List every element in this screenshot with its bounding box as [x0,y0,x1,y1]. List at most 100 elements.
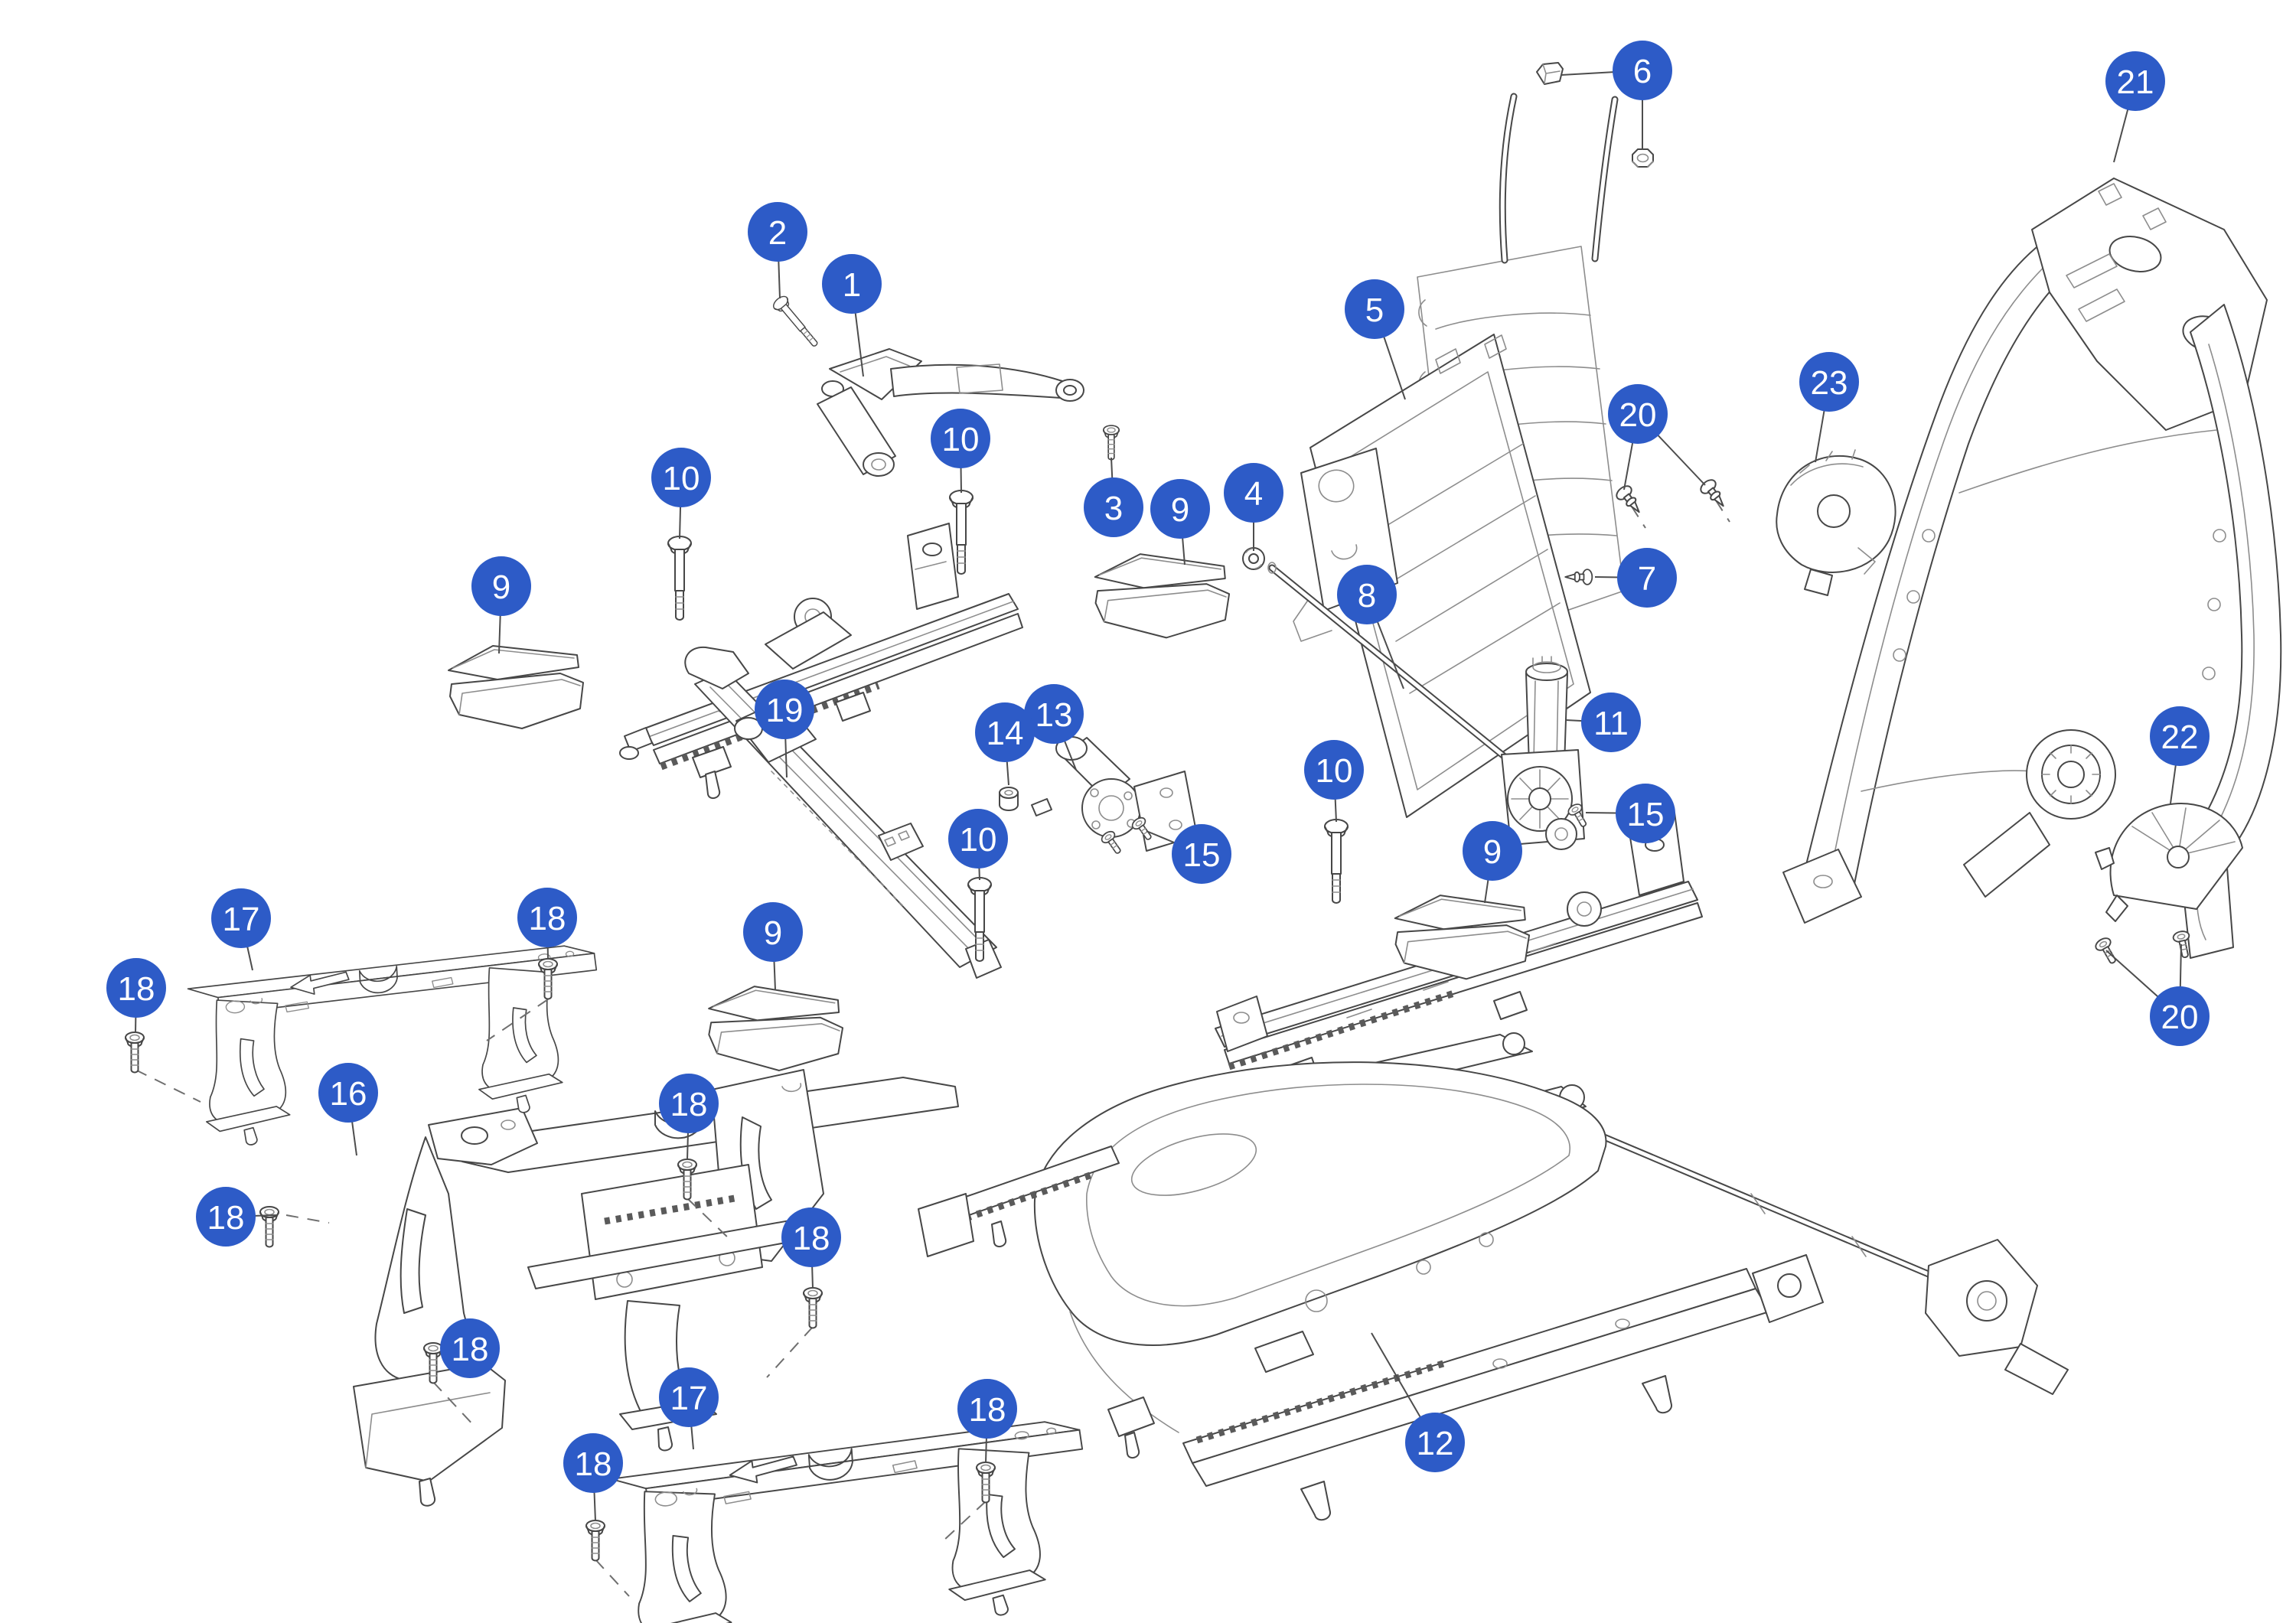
callout-circle[interactable] [318,1063,378,1123]
callout-circle[interactable] [196,1187,256,1247]
callout-badge-13[interactable]: 13 [1024,684,1084,771]
callout-number: 18 [529,900,566,937]
callout-number: 18 [793,1220,830,1257]
callout-circle[interactable] [1616,784,1675,843]
callout-badge-18[interactable]: 18 [781,1207,841,1289]
callout-circle[interactable] [517,888,577,947]
callout-circle[interactable] [659,1367,719,1427]
callout-circle[interactable] [781,1207,841,1267]
callout-circle[interactable] [1224,463,1283,523]
callout-badge-1[interactable]: 1 [822,254,882,377]
callout-badge-18[interactable]: 18 [957,1379,1017,1464]
line-art-stroke [2108,236,2162,272]
callout-circle[interactable] [822,254,882,314]
callout-circle[interactable] [1581,693,1641,752]
callout-circle[interactable] [1345,279,1404,339]
callout-badge-9[interactable]: 9 [471,556,531,654]
callout-circle[interactable] [1084,477,1143,537]
callout-badge-16[interactable]: 16 [318,1063,378,1156]
line-art-stroke [1267,562,1277,574]
callout-badge-9[interactable]: 9 [1150,479,1210,565]
callout-badge-15[interactable]: 15 [1146,824,1231,884]
callout-circle[interactable] [1799,352,1859,412]
line-art-stroke [1545,818,1577,850]
callout-circle[interactable] [1024,684,1084,744]
callout-badge-14[interactable]: 14 [975,702,1035,786]
callout-badge-18[interactable]: 18 [440,1318,500,1378]
line-art-stroke [1233,1012,1250,1024]
callout-badge-4[interactable]: 4 [1224,463,1283,551]
callout-number: 9 [1171,491,1189,529]
callout-badge-10[interactable]: 10 [1304,740,1364,823]
callout-badge-3[interactable]: 3 [1084,457,1143,537]
callout-badge-6[interactable]: 6 [1561,41,1672,150]
callout-circle[interactable] [2150,706,2210,766]
callout-number: 9 [1483,833,1502,871]
line-art-stroke [2066,253,2125,322]
callout-circle[interactable] [1337,565,1397,624]
line-art-stroke [1906,590,1920,604]
callout-circle[interactable] [1172,824,1231,884]
callout-badge-7[interactable]: 7 [1594,548,1677,608]
callout-circle[interactable] [2150,986,2210,1046]
callout-circle[interactable] [1405,1413,1465,1472]
callout-badge-17[interactable]: 17 [211,888,271,971]
callout-circle[interactable] [211,888,271,948]
callout-badge-9[interactable]: 9 [1463,821,1522,904]
callout-number: 17 [670,1380,708,1417]
callout-badge-2[interactable]: 2 [748,202,807,299]
callout-circle[interactable] [1613,41,1672,100]
callout-badge-5[interactable]: 5 [1345,279,1406,400]
callout-circle[interactable] [2105,51,2165,111]
line-art-stroke [2131,807,2236,856]
callout-circle[interactable] [1463,821,1522,881]
part-13-drive-motor-drawing [1031,736,1198,852]
callout-circle[interactable] [563,1433,623,1493]
line-art-layer [135,93,2282,1623]
line-art-stroke [1124,1432,1140,1459]
callout-circle[interactable] [1617,548,1677,608]
callout-circle[interactable] [1608,384,1668,444]
callout-circle[interactable] [1304,740,1364,800]
callout-badge-8[interactable]: 8 [1337,565,1404,689]
callout-badge-18[interactable]: 18 [563,1433,623,1522]
callout-badge-18[interactable]: 18 [106,958,166,1034]
callout-badge-9[interactable]: 9 [743,902,803,991]
callout-circle[interactable] [1150,479,1210,539]
callout-circle[interactable] [440,1318,500,1378]
callout-badge-10[interactable]: 10 [931,409,990,494]
callout-circle[interactable] [106,958,166,1018]
line-art-stroke [1305,1289,1328,1312]
callout-number: 10 [663,460,700,497]
callout-badge-10[interactable]: 10 [948,809,1008,881]
callout-badge-18[interactable]: 18 [659,1074,719,1161]
callout-badge-15[interactable]: 15 [1585,784,1675,843]
callout-circle[interactable] [748,202,807,262]
part-17-crossmember-upper-drawing [187,944,605,1148]
callout-circle[interactable] [755,680,814,739]
line-art-stroke [1492,1358,1508,1369]
callout-circle[interactable] [975,702,1035,762]
callout-circle[interactable] [471,556,531,616]
line-art-stroke [1642,1375,1672,1414]
callout-badge-19[interactable]: 19 [755,680,814,778]
callout-badge-20[interactable]: 20 [2105,943,2210,1046]
callout-circle[interactable] [948,809,1008,869]
callout-badge-10[interactable]: 10 [651,448,711,539]
callout-badge-17[interactable]: 17 [659,1367,719,1450]
part-9-cover-drawing [705,983,846,1075]
line-art-stroke [657,1426,673,1452]
callout-badge-18[interactable]: 18 [196,1187,278,1247]
callout-badge-22[interactable]: 22 [2150,706,2210,804]
callout-circle[interactable] [651,448,711,507]
callout-badge-21[interactable]: 21 [2105,51,2165,163]
callout-badge-12[interactable]: 12 [1371,1332,1465,1472]
callout-badge-20[interactable]: 20 [1608,384,1706,490]
callout-circle[interactable] [957,1379,1017,1439]
callout-badge-23[interactable]: 23 [1799,352,1859,463]
callout-circle[interactable] [931,409,990,468]
callout-badge-11[interactable]: 11 [1565,693,1641,752]
callout-circle[interactable] [659,1074,719,1133]
callout-badge-18[interactable]: 18 [517,888,577,960]
callout-circle[interactable] [743,902,803,962]
